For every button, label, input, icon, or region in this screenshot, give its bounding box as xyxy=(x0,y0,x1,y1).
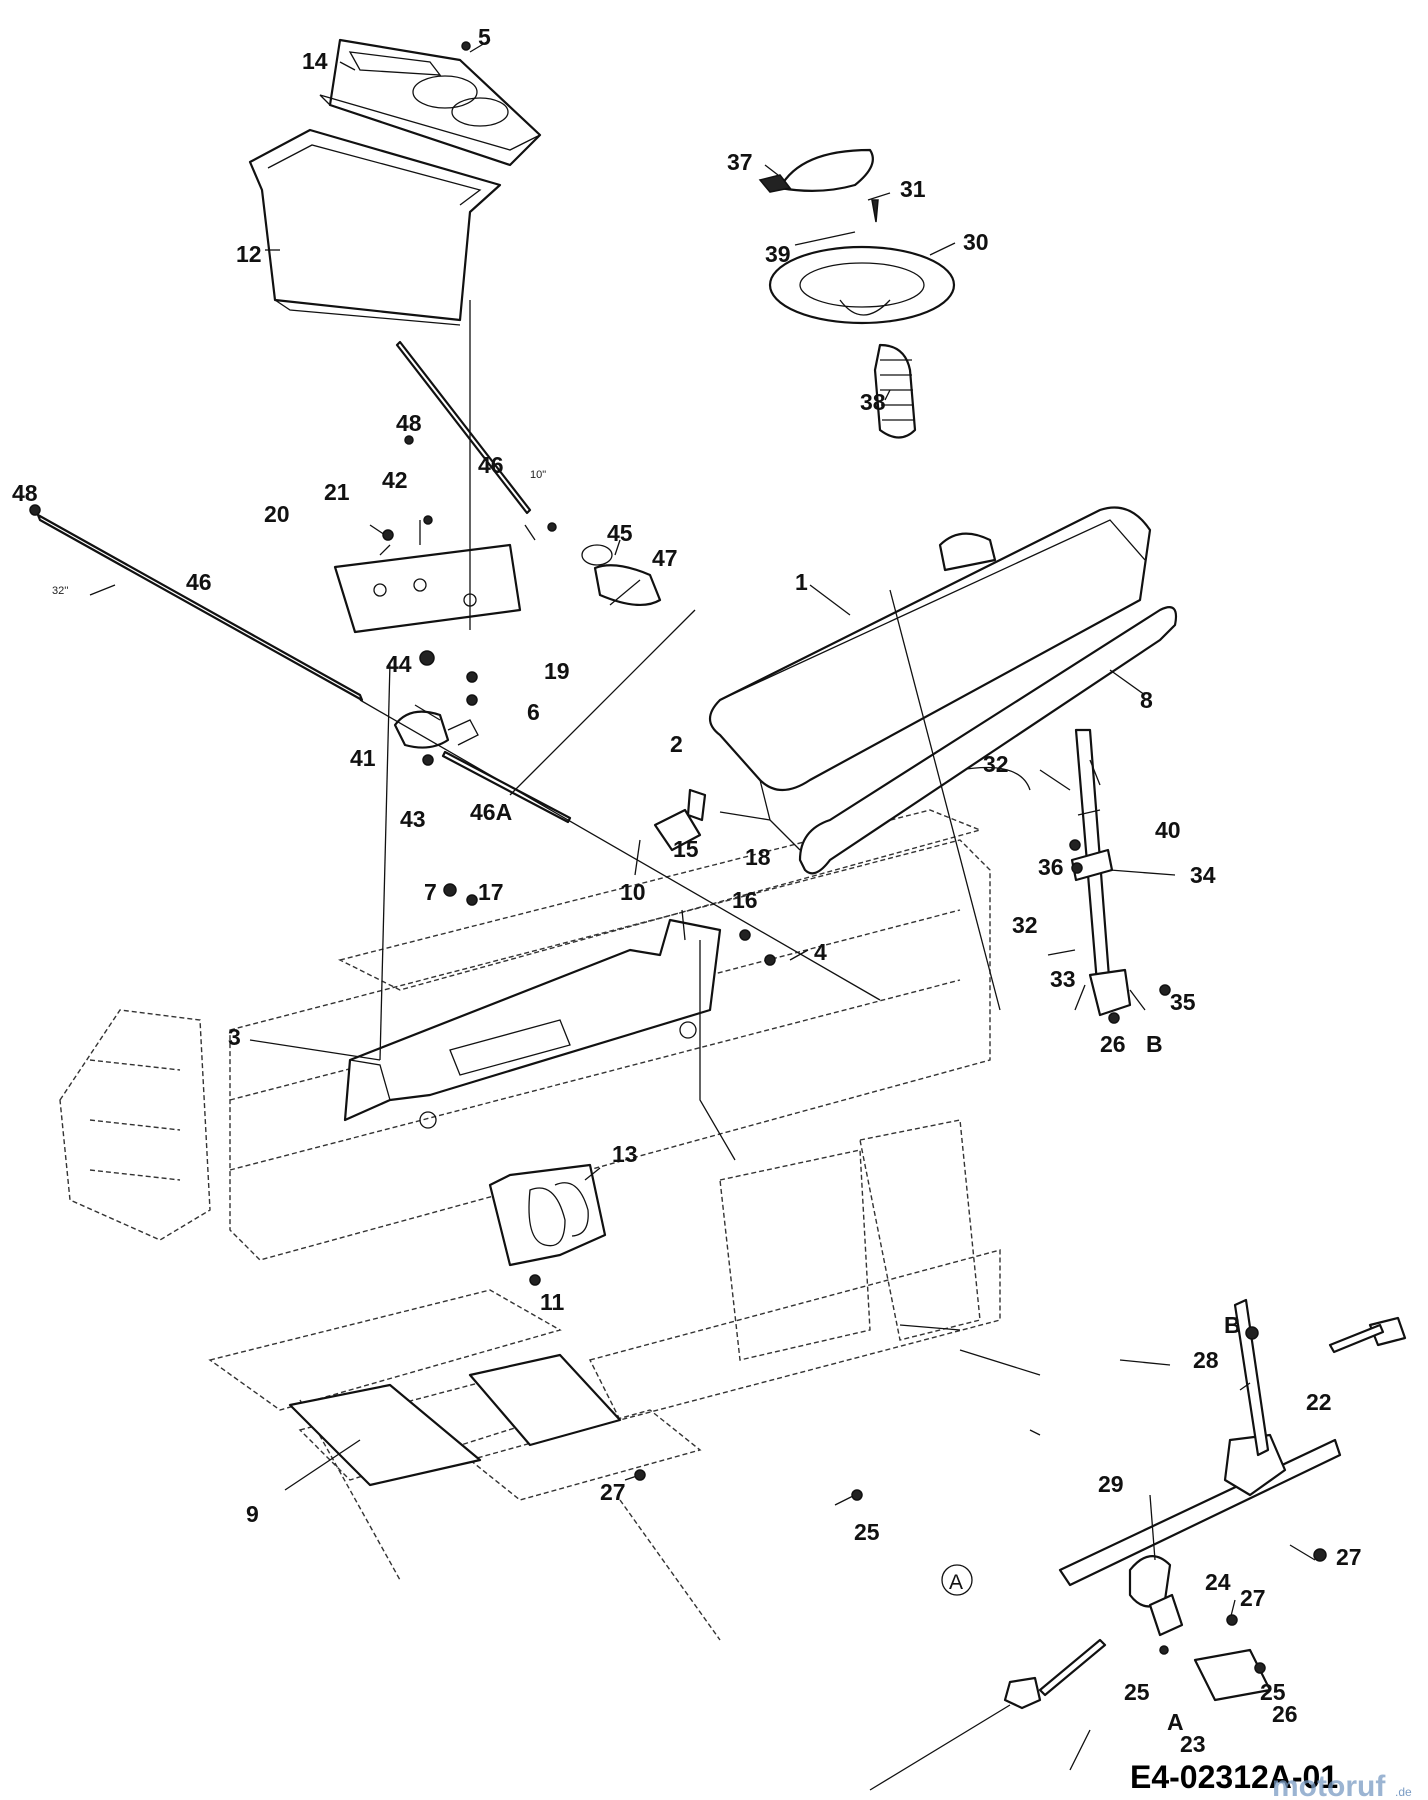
callout-labels: 1 2 3 4 5 6 7 8 9 10 11 12 13 14 15 16 1… xyxy=(12,24,1362,1757)
callout-45: 45 xyxy=(607,520,633,546)
callout-11: 11 xyxy=(540,1289,565,1315)
watermark-suffix: .de xyxy=(1395,1785,1412,1799)
callout-6: 6 xyxy=(527,699,540,725)
callout-47: 47 xyxy=(652,545,678,571)
callout-46A: 46A xyxy=(470,799,512,825)
callout-15: 15 xyxy=(673,836,699,862)
callout-46b: 46 xyxy=(186,569,212,595)
callout-42: 42 xyxy=(382,467,408,493)
note-rod-short: 10" xyxy=(530,469,546,481)
callout-35: 35 xyxy=(1170,989,1196,1015)
callout-43: 43 xyxy=(400,806,426,832)
callout-41: 41 xyxy=(350,745,376,771)
callout-34: 34 xyxy=(1190,862,1216,888)
callout-36: 36 xyxy=(1038,854,1064,880)
callout-27a: 27 xyxy=(600,1479,626,1505)
center-console xyxy=(343,918,722,1267)
callout-38: 38 xyxy=(860,389,886,415)
rods xyxy=(36,340,662,824)
mark-a-gear: A xyxy=(1167,1709,1184,1735)
callout-7: 7 xyxy=(424,879,437,905)
callout-2: 2 xyxy=(670,731,683,757)
callout-29: 29 xyxy=(1098,1471,1124,1497)
callout-19: 19 xyxy=(544,658,570,684)
callout-5: 5 xyxy=(478,24,491,50)
dash-panel xyxy=(708,506,1178,875)
callout-3: 3 xyxy=(228,1024,241,1050)
callout-8: 8 xyxy=(1140,687,1153,713)
callout-31: 31 xyxy=(900,176,926,202)
steering-shaft xyxy=(1070,728,1132,1017)
switch-assembly xyxy=(393,710,707,852)
drawing-number: E4-02312A-01 xyxy=(1130,1759,1338,1795)
mark-a-frame: A xyxy=(949,1571,963,1594)
callout-40: 40 xyxy=(1155,817,1181,843)
steering-gear xyxy=(1003,1298,1407,1710)
callout-9: 9 xyxy=(246,1501,259,1527)
fasteners xyxy=(29,41,1327,1674)
callout-16: 16 xyxy=(732,887,758,913)
callout-22: 22 xyxy=(1306,1389,1332,1415)
callout-23: 23 xyxy=(1180,1731,1206,1757)
callout-25b: 25 xyxy=(1124,1679,1150,1705)
connection-marks: B B A A xyxy=(941,1031,1241,1735)
callout-14: 14 xyxy=(302,48,328,74)
callout-25c: 25 xyxy=(1260,1679,1286,1705)
mark-b-gear: B xyxy=(1224,1312,1241,1338)
note-rod-long: 32'' xyxy=(52,585,68,597)
callout-1: 1 xyxy=(795,569,808,595)
callout-26a: 26 xyxy=(1100,1031,1126,1057)
callout-39: 39 xyxy=(765,241,791,267)
storage-bin xyxy=(248,128,502,326)
callout-27c: 27 xyxy=(1240,1585,1266,1611)
callout-44: 44 xyxy=(386,651,412,677)
callout-17: 17 xyxy=(478,879,504,905)
callout-26b: 26 xyxy=(1272,1701,1298,1727)
callout-24: 24 xyxy=(1205,1569,1231,1595)
cup-holder-tray xyxy=(319,38,542,167)
callout-37: 37 xyxy=(727,149,753,175)
callout-33: 33 xyxy=(1050,966,1076,992)
watermark-logo: motoruf xyxy=(1272,1770,1386,1800)
mounting-bracket xyxy=(333,543,522,634)
leader-lines xyxy=(89,39,1316,1791)
callout-10: 10 xyxy=(620,879,646,905)
callout-13: 13 xyxy=(612,1141,638,1167)
mark-b-shaft: B xyxy=(1146,1031,1163,1057)
steering-wheel xyxy=(758,148,956,439)
callout-48b: 48 xyxy=(12,480,38,506)
callout-32a: 32 xyxy=(983,751,1009,777)
callout-18: 18 xyxy=(745,844,771,870)
callout-48a: 48 xyxy=(396,410,422,436)
callout-20: 20 xyxy=(264,501,290,527)
callout-4: 4 xyxy=(814,939,827,965)
callout-30: 30 xyxy=(963,229,989,255)
floor-plates xyxy=(288,1353,622,1487)
callout-25a: 25 xyxy=(854,1519,880,1545)
callout-12: 12 xyxy=(236,241,262,267)
callout-46a: 46 xyxy=(478,452,504,478)
callout-32b: 32 xyxy=(1012,912,1038,938)
callout-21: 21 xyxy=(324,479,350,505)
callout-28: 28 xyxy=(1193,1347,1219,1373)
callout-27b: 27 xyxy=(1336,1544,1362,1570)
